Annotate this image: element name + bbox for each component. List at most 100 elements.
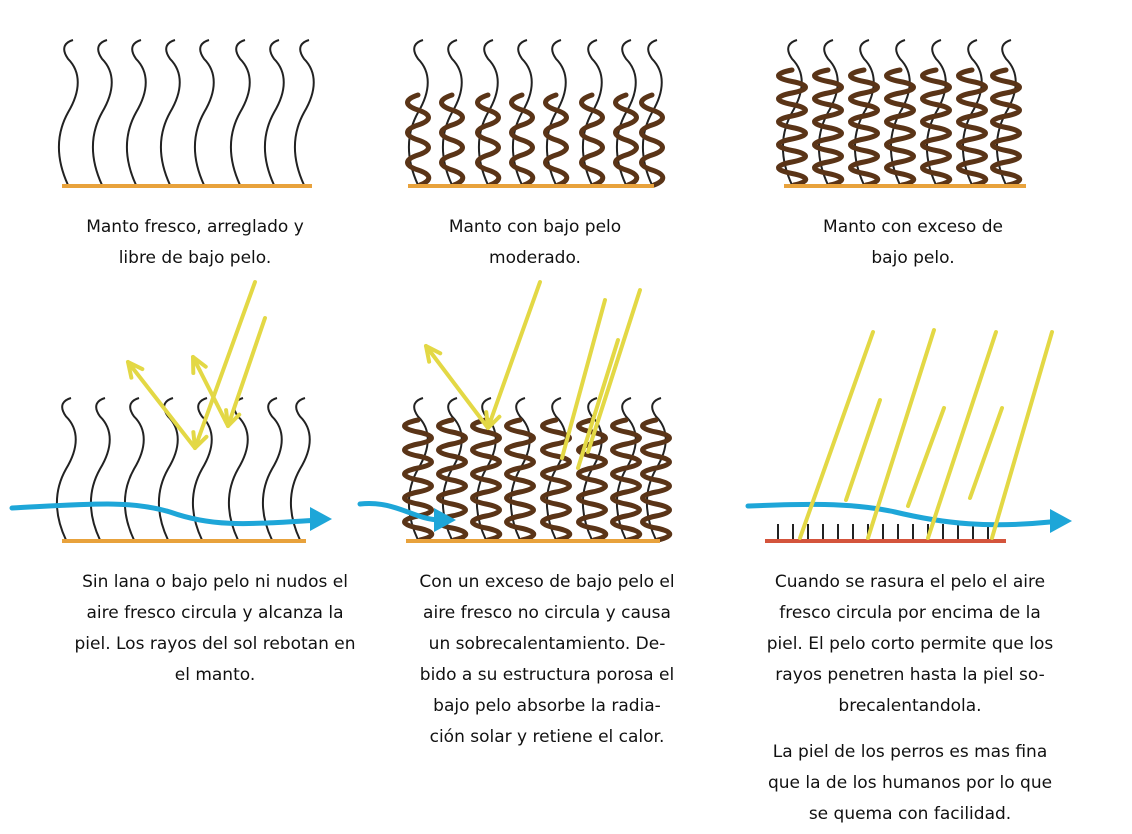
- guard-hair: [56, 397, 77, 541]
- guard-hair: [58, 39, 79, 186]
- sun-ray: [560, 298, 607, 460]
- airflow-arrow: [310, 507, 332, 531]
- undercoat-curl: [402, 417, 435, 543]
- caption-line: que la de los humanos por lo que: [767, 773, 1053, 793]
- undercoat-curl: [579, 92, 606, 188]
- sun-ray: [798, 330, 875, 540]
- caption-line: bajo pelo.: [871, 248, 955, 268]
- caption-line: Con un exceso de bajo pelo el: [419, 572, 675, 592]
- sun-ray: [486, 280, 542, 430]
- guard-hair: [478, 39, 499, 186]
- sun-ray: [844, 398, 882, 502]
- guard-hair: [90, 397, 111, 541]
- sun-ray: [906, 406, 946, 508]
- undercoat-curl: [812, 67, 845, 188]
- undercoat-curl: [639, 92, 666, 188]
- sun-ray: [193, 280, 257, 450]
- airflow-layer: [9, 500, 1072, 533]
- guard-hair: [158, 397, 179, 541]
- undercoat-curl: [405, 92, 432, 188]
- undercoat-curl: [610, 417, 643, 543]
- sun-ray: [866, 328, 936, 540]
- sun-ray: [226, 316, 267, 428]
- sun-ray: [586, 288, 642, 454]
- undercoat-curl: [848, 67, 881, 188]
- caption-excess-undercoat: Manto con exceso de bajo pelo.: [758, 212, 1068, 274]
- guard-hair: [642, 39, 663, 186]
- undercoat-curl: [504, 417, 537, 543]
- caption-line: se quema con facilidad.: [808, 804, 1012, 824]
- guard-hair: [160, 39, 181, 186]
- caption-skin-note: La piel de los perros es mas fina que la…: [720, 737, 1100, 830]
- guard-hair: [126, 39, 147, 186]
- caption-line: brecalentandola.: [838, 696, 982, 716]
- guard-hair: [616, 39, 637, 186]
- undercoat-curl: [576, 417, 609, 543]
- airflow-arrow: [1050, 509, 1072, 533]
- caption-line: Manto con bajo pelo: [448, 217, 622, 237]
- caption-line: bido a su estructura porosa el: [419, 665, 675, 685]
- guard-hair: [582, 39, 603, 186]
- undercoat-curl: [470, 417, 503, 543]
- guard-hair: [546, 39, 567, 186]
- undercoat-curl: [475, 92, 502, 188]
- caption-line: moderado.: [489, 248, 581, 268]
- caption-line: Cuando se rasura el pelo el aire: [774, 572, 1046, 592]
- caption-line: aire fresco circula y alcanza la: [86, 603, 344, 623]
- guard-hair: [262, 397, 283, 541]
- reflected-ray: [126, 360, 145, 380]
- caption-moderate-undercoat: Manto con bajo pelo moderado.: [380, 212, 690, 274]
- guard-hair: [194, 39, 215, 186]
- sun-ray-layer: [126, 280, 1054, 540]
- sun-ray: [990, 330, 1054, 540]
- undercoat-curl: [884, 67, 917, 188]
- airflow-line: [745, 501, 1053, 528]
- reflected-ray: [191, 355, 208, 375]
- sun-ray: [926, 330, 998, 540]
- guard-hair: [192, 397, 213, 541]
- caption-line: ción solar y retiene el calor.: [429, 727, 665, 747]
- undercoat-curl: [543, 92, 570, 188]
- undercoat-curl: [920, 67, 953, 188]
- caption-line: Sin lana o bajo pelo ni nudos el: [82, 572, 348, 592]
- guard-hair: [294, 39, 315, 186]
- undercoat-curl: [956, 67, 989, 188]
- sun-ray: [126, 360, 197, 450]
- caption-line: La piel de los perros es mas fina: [772, 742, 1048, 762]
- caption-line: piel. El pelo corto permite que los: [766, 634, 1054, 654]
- guard-hair: [92, 39, 113, 186]
- undercoat-curl: [776, 67, 809, 188]
- caption-no-undercoat-airflow: Sin lana o bajo pelo ni nudos el aire fr…: [40, 567, 390, 691]
- guard-hair: [442, 39, 463, 186]
- hair-layer: [56, 39, 1017, 541]
- airflow-line: [357, 500, 443, 523]
- reflected-ray: [424, 344, 443, 364]
- undercoat-layer: [402, 67, 1023, 543]
- caption-line: el manto.: [174, 665, 256, 685]
- caption-shaved-coat: Cuando se rasura el pelo el aire fresco …: [720, 567, 1100, 722]
- sun-ray: [424, 344, 490, 430]
- guard-hair: [230, 39, 251, 186]
- caption-line: rayos penetren hasta la piel so-: [775, 665, 1045, 685]
- sun-ray: [968, 406, 1004, 500]
- caption-excess-undercoat-airflow: Con un exceso de bajo pelo el aire fresc…: [382, 567, 712, 753]
- caption-line: bajo pelo absorbe la radia-: [433, 696, 661, 716]
- caption-line: Manto con exceso de: [823, 217, 1003, 237]
- undercoat-curl: [439, 92, 466, 188]
- undercoat-curl: [640, 417, 673, 543]
- caption-line: piel. Los rayos del sol rebotan en: [74, 634, 356, 654]
- airflow-line: [9, 501, 323, 527]
- caption-line: libre de bajo pelo.: [118, 248, 272, 268]
- sun-ray: [191, 355, 230, 428]
- caption-line: un sobrecalentamiento. De-: [428, 634, 666, 654]
- caption-line: Manto fresco, arreglado y: [86, 217, 304, 237]
- skin-layer: [62, 184, 1026, 543]
- guard-hair: [124, 397, 145, 541]
- guard-hair: [290, 397, 311, 541]
- sun-ray: [576, 338, 620, 470]
- undercoat-curl: [613, 92, 640, 188]
- guard-hair: [408, 39, 429, 186]
- undercoat-curl: [990, 67, 1023, 188]
- caption-line: fresco circula por encima de la: [779, 603, 1041, 623]
